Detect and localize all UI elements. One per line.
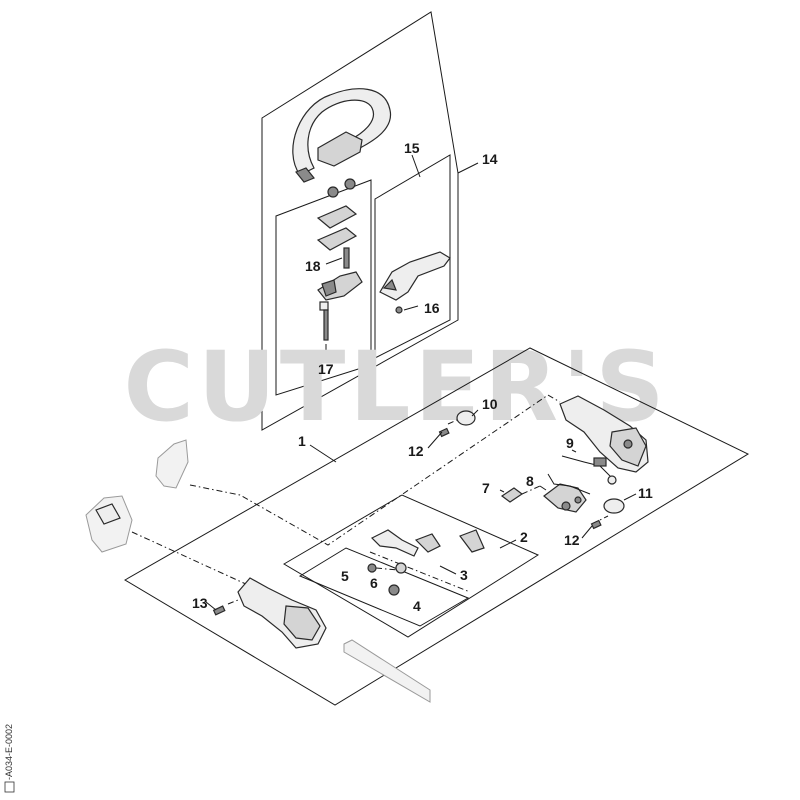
panel-1-control-handle bbox=[124, 347, 750, 706]
callout-16: 16 bbox=[424, 300, 440, 316]
panel-15-handle-kit bbox=[374, 154, 451, 359]
clip-7 bbox=[500, 487, 524, 503]
callout-9: 9 bbox=[566, 435, 574, 451]
callout-11: 11 bbox=[638, 485, 653, 501]
spring-6 bbox=[395, 562, 407, 574]
drive-tube bbox=[343, 639, 431, 703]
ghost-cover-top bbox=[155, 439, 189, 489]
callout-18: 18 bbox=[305, 258, 321, 274]
callout-7: 7 bbox=[482, 480, 490, 496]
callout-12a: 12 bbox=[408, 443, 424, 459]
callout-15: 15 bbox=[404, 140, 420, 156]
callout-10: 10 bbox=[482, 396, 498, 412]
clamp-parts bbox=[316, 178, 363, 341]
wire-harness-9 bbox=[561, 455, 617, 485]
callout-8: 8 bbox=[526, 473, 534, 489]
throttle-parts bbox=[370, 529, 485, 557]
loop-handle-part bbox=[292, 88, 392, 183]
clamp-10 bbox=[456, 410, 476, 426]
callout-13: 13 bbox=[192, 595, 208, 611]
handle-housing-right bbox=[559, 395, 649, 473]
callout-1: 1 bbox=[298, 433, 306, 449]
screw-12b bbox=[590, 519, 602, 530]
callout-5: 5 bbox=[341, 568, 349, 584]
callout-3: 3 bbox=[460, 567, 468, 583]
nut-5 bbox=[367, 563, 377, 573]
ghost-cover-bottom bbox=[85, 495, 133, 553]
nut-4 bbox=[388, 584, 400, 596]
callout-6: 6 bbox=[370, 575, 378, 591]
handle-part-15 bbox=[379, 251, 451, 314]
callout-14: 14 bbox=[482, 151, 498, 167]
drawing-code-box bbox=[4, 781, 15, 793]
handle-housing-left bbox=[212, 577, 327, 649]
callout-2: 2 bbox=[520, 529, 528, 545]
callout-12b: 12 bbox=[564, 532, 580, 548]
callout-17: 17 bbox=[318, 361, 334, 377]
clamp-11 bbox=[603, 498, 625, 514]
callout-4: 4 bbox=[413, 598, 421, 614]
drawing-code: -A034-E-0002 bbox=[4, 724, 14, 780]
panel-3-parts bbox=[298, 547, 470, 627]
panel-2-throttle-kit bbox=[283, 494, 540, 638]
switch-assembly-8 bbox=[543, 473, 591, 513]
